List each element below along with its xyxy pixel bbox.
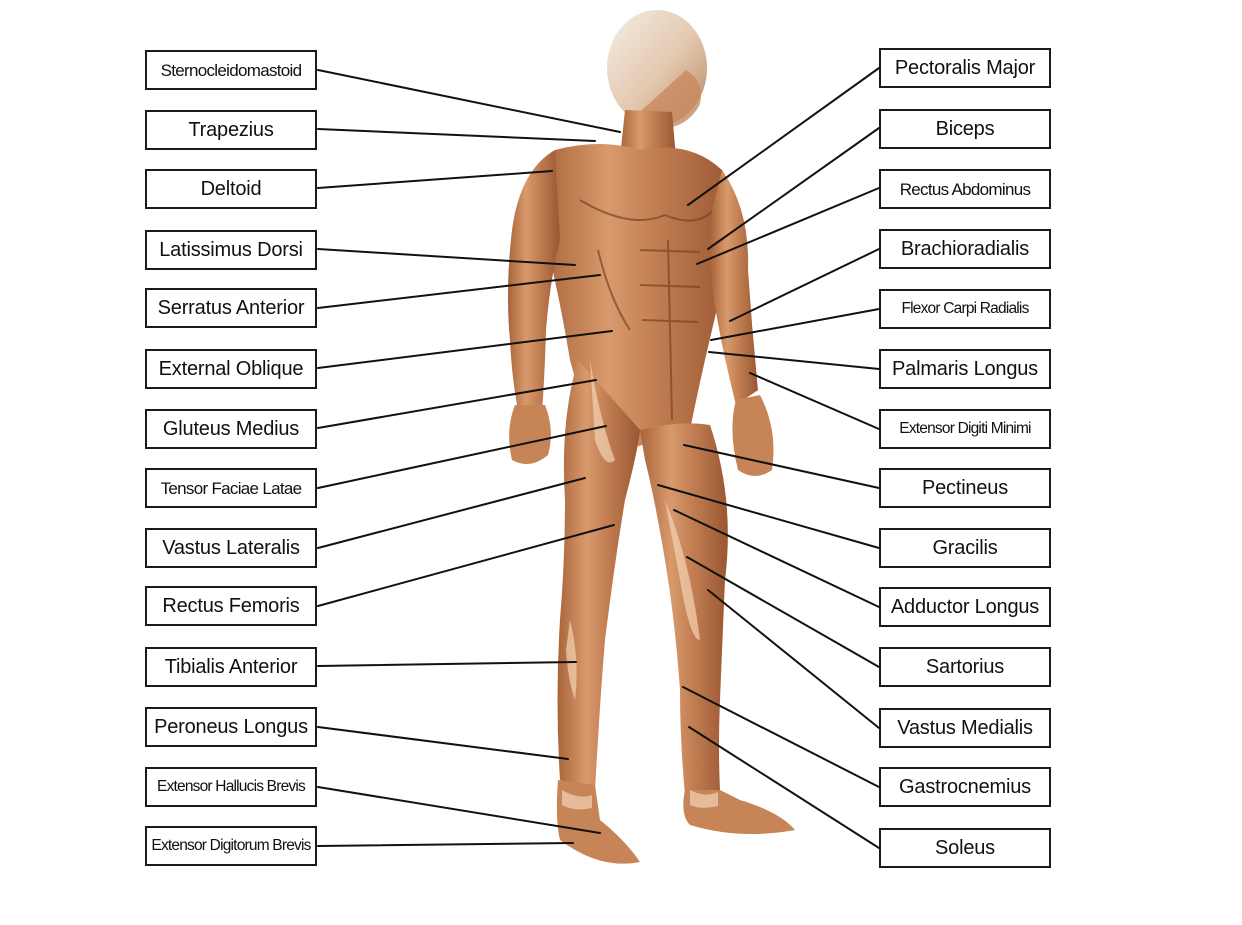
label-flexor-carpi-radialis: Flexor Carpi Radialis [879,289,1051,329]
label-pectoralis-major: Pectoralis Major [879,48,1051,88]
label-vastus-medialis: Vastus Medialis [879,708,1051,748]
figure-right-foot [557,780,640,864]
label-external-oblique: External Oblique [145,349,317,389]
label-rectus-abdominus: Rectus Abdominus [879,169,1051,209]
leader-line-left-6 [318,380,596,428]
label-extensor-digiti-minimi: Extensor Digiti Minimi [879,409,1051,449]
label-gastrocnemius: Gastrocnemius [879,767,1051,807]
leader-line-left-2 [318,171,552,188]
label-serratus-anterior: Serratus Anterior [145,288,317,328]
label-extensor-digitorum-brevis: Extensor Digitorum Brevis [145,826,317,866]
label-tibialis-anterior: Tibialis Anterior [145,647,317,687]
leader-line-right-1 [708,128,879,249]
leader-line-left-5 [318,331,612,368]
leader-line-right-3 [730,249,879,321]
label-adductor-longus: Adductor Longus [879,587,1051,627]
leader-line-left-8 [318,478,585,548]
label-soleus: Soleus [879,828,1051,868]
label-extensor-hallucis-brevis: Extensor Hallucis Brevis [145,767,317,807]
label-brachioradialis: Brachioradialis [879,229,1051,269]
label-deltoid: Deltoid [145,169,317,209]
label-vastus-lateralis: Vastus Lateralis [145,528,317,568]
label-latissimus-dorsi: Latissimus Dorsi [145,230,317,270]
label-rectus-femoris: Rectus Femoris [145,586,317,626]
leader-line-right-11 [708,590,879,728]
label-tensor-faciae-latae: Tensor Faciae Latae [145,468,317,508]
leader-line-left-11 [318,727,568,759]
figure-left-arm [710,170,758,405]
figure-right-hand [509,405,551,464]
label-pectineus: Pectineus [879,468,1051,508]
label-biceps: Biceps [879,109,1051,149]
label-gluteus-medius: Gluteus Medius [145,409,317,449]
leader-line-right-0 [688,68,879,205]
leader-line-left-7 [318,426,606,488]
label-sternocleidomastoid: Sternocleidomastoid [145,50,317,90]
label-trapezius: Trapezius [145,110,317,150]
label-palmaris-longus: Palmaris Longus [879,349,1051,389]
label-gracilis: Gracilis [879,528,1051,568]
leader-line-left-1 [318,129,595,141]
label-peroneus-longus: Peroneus Longus [145,707,317,747]
label-sartorius: Sartorius [879,647,1051,687]
leader-line-left-13 [318,843,573,846]
leader-line-left-10 [318,662,576,666]
figure-left-leg [640,423,728,795]
leader-line-left-0 [318,70,620,132]
